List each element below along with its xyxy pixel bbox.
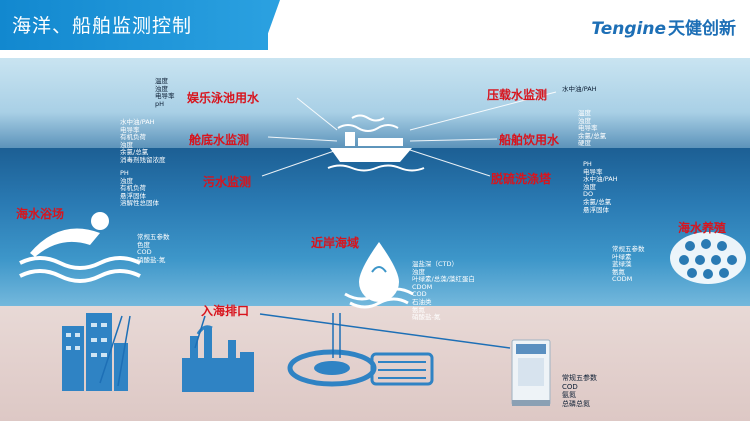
label-ballast-water: 压载水监测 bbox=[487, 88, 548, 102]
params-desulfurization: PH 电导率 水中油/PAH 浊度 DO 余氯/总氯 悬浮固体 bbox=[583, 160, 618, 214]
param-item: 总磷总氮 bbox=[562, 399, 590, 408]
param-item: 消毒剂残留浓度 bbox=[120, 155, 166, 164]
param-item: COD bbox=[412, 290, 427, 299]
label-coastal: 近岸海域 bbox=[311, 236, 360, 250]
param-item: 电导率 bbox=[155, 92, 175, 101]
title-band-tail bbox=[262, 0, 280, 50]
param-item: COD bbox=[562, 382, 578, 391]
param-item: 温度 bbox=[578, 109, 591, 117]
params-ballast-water: 水中油/PAH bbox=[562, 85, 597, 94]
swimmer-icon bbox=[19, 212, 141, 283]
scene: 娱乐泳池用水 舱底水监测 污水监测 压载水监测 船舶饮用水 脱硫洗涤塔 海水浴场… bbox=[0, 58, 750, 421]
param-item: 浊度 bbox=[578, 116, 591, 125]
treatment-plant-icon bbox=[287, 349, 434, 387]
sky-background bbox=[0, 58, 750, 148]
param-item: pH bbox=[155, 99, 165, 108]
param-item: 余氯/总氯 bbox=[583, 197, 612, 206]
param-item: 常规五参数 bbox=[612, 245, 645, 253]
params-analyzer: 常规五参数 COD 氨氮 总磷总氮 bbox=[562, 374, 597, 408]
param-item: 氨氮 bbox=[612, 267, 625, 276]
ship-connectors bbox=[261, 91, 557, 177]
fish-farm-icon bbox=[670, 232, 746, 284]
label-desulfurization: 脱硫洗涤塔 bbox=[491, 172, 552, 186]
param-item: 硝酸盐-氮 bbox=[412, 313, 441, 322]
param-item: 常规五参数 bbox=[137, 233, 170, 241]
param-item: 余氯/总氯 bbox=[578, 131, 607, 140]
param-item: 氨氮 bbox=[412, 305, 425, 314]
param-item: 有机负荷 bbox=[120, 184, 146, 193]
param-item: 叶绿素 bbox=[612, 252, 632, 261]
logo-cn: 天健创新 bbox=[668, 19, 736, 39]
param-item: CDOM bbox=[412, 282, 433, 291]
params-aquaculture: 常规五参数 叶绿素 蓝绿藻 氨氮 CODM bbox=[612, 245, 645, 284]
param-item: 硝酸盐-氮 bbox=[137, 255, 166, 264]
param-item: 电导率 bbox=[578, 124, 598, 133]
param-item: 电导率 bbox=[583, 167, 603, 176]
param-item: 水中油/PAH bbox=[562, 85, 597, 93]
param-item: 悬浮固体 bbox=[120, 191, 146, 200]
page-title: 海洋、船舶监测控制 bbox=[12, 15, 193, 37]
params-bilge-water: 水中油/PAH 电导率 有机负荷 浊度 余氯/总氯 消毒剂残留浓度 bbox=[120, 118, 166, 165]
label-aquaculture: 海水养殖 bbox=[678, 221, 727, 235]
illustration-layer bbox=[19, 91, 746, 406]
param-item: PH bbox=[120, 169, 129, 177]
param-item: 氨氮 bbox=[562, 391, 576, 399]
params-seawater-bath: 常规五参数 色度 COD 硝酸盐-氮 bbox=[137, 233, 170, 264]
param-item: 水中油/PAH bbox=[583, 175, 618, 184]
outfall-pipes bbox=[99, 313, 511, 387]
factory-icon bbox=[182, 325, 254, 392]
analyzer-cabinet-icon bbox=[511, 339, 551, 406]
param-item: 电导率 bbox=[120, 125, 140, 134]
label-sewage: 污水监测 bbox=[203, 175, 252, 189]
label-outfall: 入海排口 bbox=[201, 304, 250, 318]
param-item: COD bbox=[137, 248, 152, 257]
param-item: 常规五参数 bbox=[562, 374, 597, 382]
ship-icon bbox=[327, 114, 425, 172]
water-drop-icon bbox=[344, 242, 414, 309]
param-item: 浊度 bbox=[120, 140, 133, 149]
param-item: DO bbox=[583, 190, 594, 199]
param-item: 色度 bbox=[137, 240, 150, 249]
param-item: 浊度 bbox=[155, 84, 168, 93]
param-item: 有机负荷 bbox=[120, 133, 146, 142]
param-item: 石油类 bbox=[412, 297, 432, 306]
label-ship-drinking: 船舶饮用水 bbox=[499, 133, 560, 147]
logo-text: Tengine bbox=[591, 19, 666, 39]
param-item: 悬浮固体 bbox=[583, 205, 609, 214]
param-item: 浊度 bbox=[583, 182, 596, 191]
param-item: 溶解性总固体 bbox=[120, 199, 159, 208]
param-item: 水中油/PAH bbox=[120, 118, 155, 126]
param-item: 浊度 bbox=[120, 176, 133, 185]
label-bilge-water: 舱底水监测 bbox=[189, 133, 250, 147]
param-item: 温盐深（CTD） bbox=[412, 260, 459, 268]
param-item: PH bbox=[583, 160, 592, 168]
param-item: 叶绿素/总藻/藻红蛋白 bbox=[412, 275, 475, 284]
params-ship-drinking: 温度 浊度 电导率 余氯/总氯 硬度 bbox=[578, 109, 607, 148]
param-item: 硬度 bbox=[578, 139, 591, 148]
params-entertainment-pool: 温度 浊度 电导率 pH bbox=[155, 77, 175, 108]
param-item: 温度 bbox=[155, 77, 168, 85]
param-item: 余氯/总氯 bbox=[120, 148, 149, 157]
param-item: CODM bbox=[612, 275, 633, 284]
buildings-icon bbox=[62, 313, 128, 391]
label-seawater-bath: 海水浴场 bbox=[16, 207, 65, 221]
params-coastal: 温盐深（CTD） 浊度 叶绿素/总藻/藻红蛋白 CDOM COD 石油类 氨氮 … bbox=[412, 260, 475, 322]
param-item: 蓝绿藻 bbox=[612, 260, 632, 269]
params-sewage: PH 浊度 有机负荷 悬浮固体 溶解性总固体 bbox=[120, 169, 159, 208]
label-entertainment-pool: 娱乐泳池用水 bbox=[187, 91, 260, 105]
param-item: 浊度 bbox=[412, 267, 425, 276]
title-band bbox=[0, 0, 268, 50]
